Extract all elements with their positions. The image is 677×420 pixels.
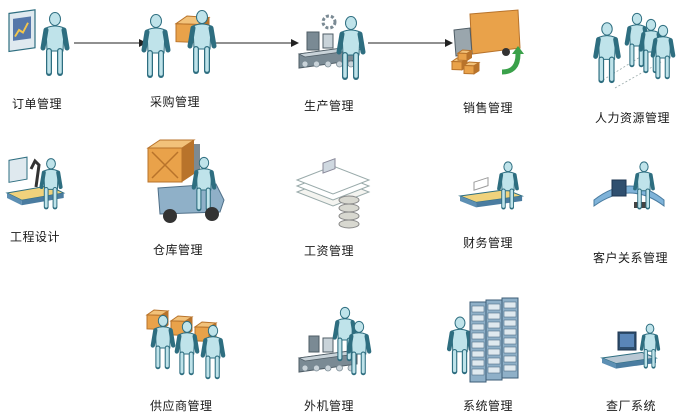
module-hr[interactable] <box>593 12 676 92</box>
module-engineering[interactable] <box>5 153 66 211</box>
module-label-engineering: 工程设计 <box>10 230 61 244</box>
module-label-order: 订单管理 <box>12 97 63 111</box>
accountant-desk-icon <box>458 161 525 210</box>
module-sales[interactable] <box>448 8 530 86</box>
module-label-outsourcing: 外机管理 <box>304 399 355 413</box>
module-warehouse[interactable] <box>138 138 228 230</box>
module-label-crm: 客户关系管理 <box>593 251 669 265</box>
module-label-sales: 销售管理 <box>463 101 514 115</box>
customer-service-desk-icon <box>593 161 665 210</box>
delivery-truck-icon <box>450 9 524 75</box>
forklift-icon <box>146 139 225 223</box>
conveyor-workers-icon <box>297 306 372 376</box>
microscope-desk-icon <box>5 156 66 210</box>
assembly-line-icon <box>297 14 366 80</box>
people-group-icon <box>593 12 676 89</box>
supplier-boxes-icon <box>145 309 226 380</box>
presenter-icon <box>8 9 70 76</box>
server-rack-icon <box>446 297 519 383</box>
module-label-supplier: 供应商管理 <box>150 399 213 413</box>
module-label-hr: 人力资源管理 <box>595 111 671 125</box>
monitor-desk-icon <box>600 323 661 369</box>
module-payroll[interactable] <box>293 158 373 230</box>
module-finance[interactable] <box>456 161 528 212</box>
module-label-finance: 财务管理 <box>463 236 514 250</box>
module-label-system: 系统管理 <box>463 399 514 413</box>
module-purchase[interactable] <box>140 6 220 78</box>
module-label-production: 生产管理 <box>304 99 355 113</box>
module-production[interactable] <box>295 8 375 80</box>
module-outsourcing[interactable] <box>295 306 375 384</box>
module-crm[interactable] <box>590 161 668 226</box>
module-label-inspection: 查厂系统 <box>606 399 657 413</box>
module-inspection[interactable] <box>600 323 664 374</box>
module-label-payroll: 工资管理 <box>304 244 355 258</box>
module-supplier[interactable] <box>143 298 229 380</box>
module-order[interactable] <box>5 8 75 78</box>
box-handover-icon <box>141 10 217 78</box>
module-label-warehouse: 仓库管理 <box>153 243 204 257</box>
coin-documents-icon <box>295 158 371 229</box>
module-label-purchase: 采购管理 <box>150 95 201 109</box>
module-system[interactable] <box>446 297 528 388</box>
